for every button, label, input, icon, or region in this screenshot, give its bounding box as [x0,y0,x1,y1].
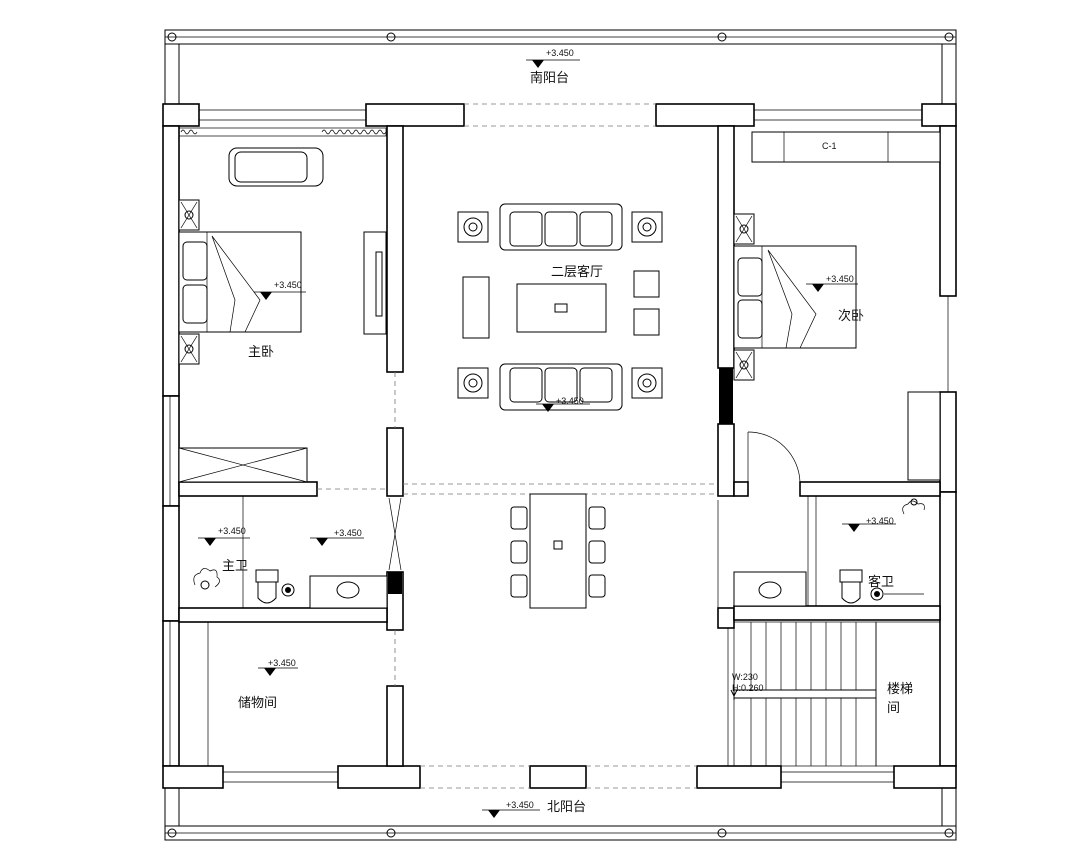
elevation-markers [198,59,896,818]
elevation-label-north-balcony: +3.450 [506,800,534,810]
elevation-label-master-bedroom: +3.450 [274,280,302,290]
elevation-label-master-bath-b: +3.450 [334,528,362,538]
stair-riser-note: H:0.260 [732,683,764,693]
dining-furniture [510,493,606,609]
room-label-south-balcony: 南阳台 [530,70,569,86]
room-label-living-room: 二层客厅 [551,264,603,280]
elevation-label-second-bedroom: +3.450 [826,274,854,284]
exterior-walls [162,103,957,789]
room-label-guest-bath: 客卫 [868,574,894,590]
window-tag: C-1 [822,141,837,151]
guest-bath-fixtures [733,496,925,607]
north-balcony-railing [164,785,957,841]
stair-tread-note: W:230 [732,672,758,682]
elevation-label-south-balcony: +3.450 [546,48,574,58]
room-label-master-bedroom: 主卧 [248,345,274,360]
room-label-north-balcony: 北阳台 [547,800,586,815]
room-label-storage: 储物间 [238,696,277,711]
south-balcony-railing [164,29,957,105]
elevation-label-master-bath-a: +3.450 [218,526,246,536]
elevation-label-guest-bath: +3.450 [866,516,894,526]
room-label-stair-line1: 楼梯 [887,682,913,697]
elevation-label-storage: +3.450 [268,658,296,668]
master-bath-fixtures [193,496,402,609]
living-room-furniture [457,203,663,411]
room-label-master-bath: 主卫 [222,559,248,574]
master-bedroom-furniture [178,127,387,483]
interior-walls [178,125,941,767]
staircase [730,621,941,767]
elevation-label-living-room: +3.450 [556,396,584,406]
second-bedroom-furniture [733,131,941,483]
room-label-second-bedroom: 次卧 [838,308,864,324]
room-label-stair-line2: 间 [887,701,900,716]
